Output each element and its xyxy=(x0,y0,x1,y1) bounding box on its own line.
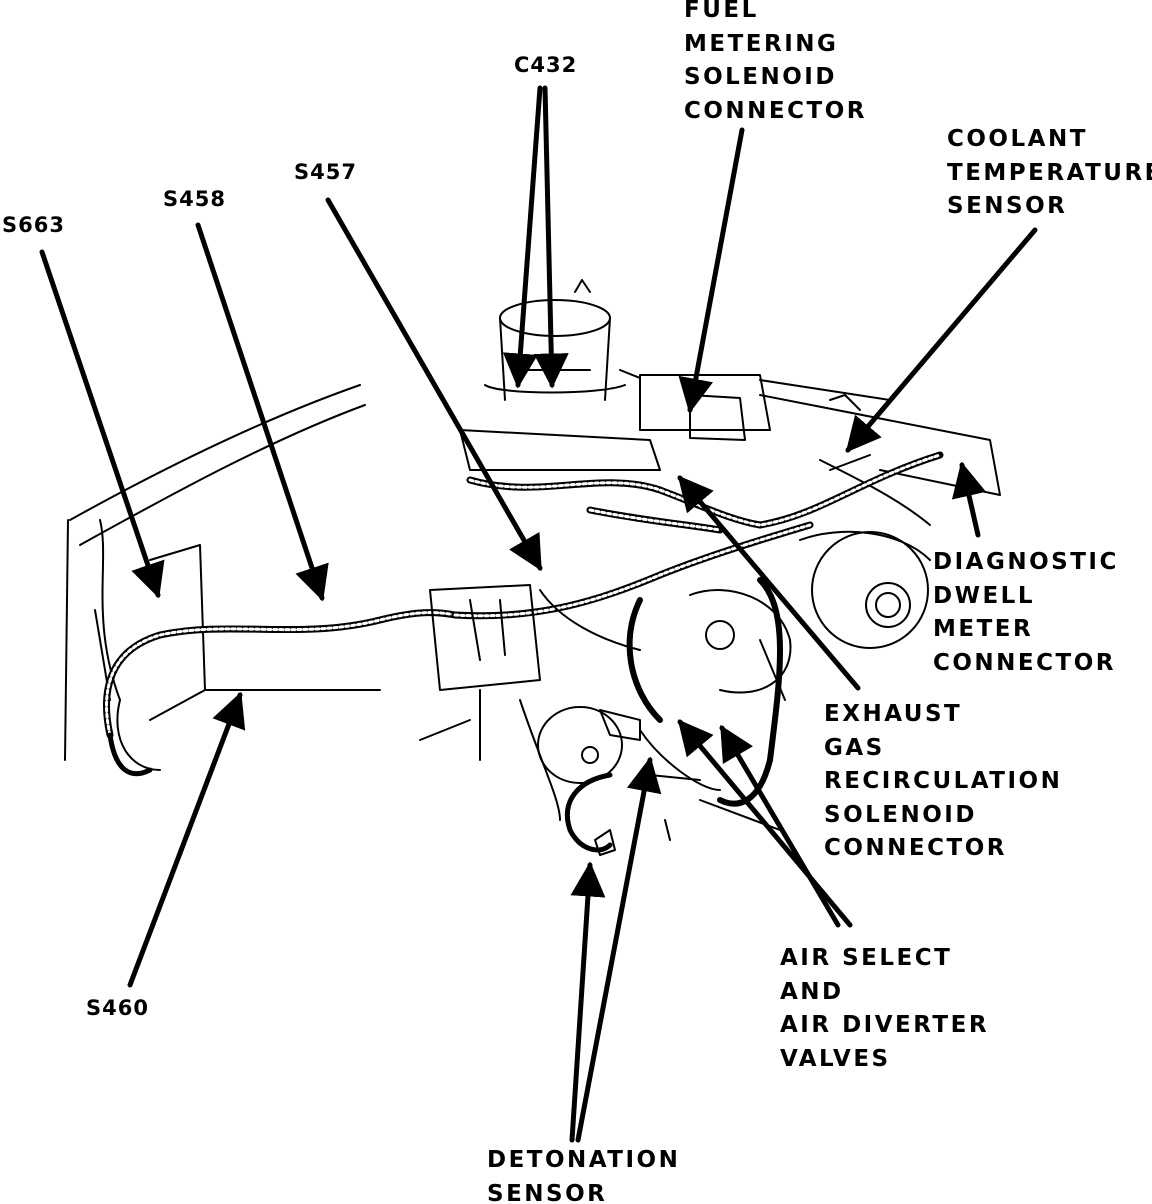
label-line: SENSOR xyxy=(487,1180,608,1204)
label-line: DWELL xyxy=(933,582,1035,609)
label-coolant-temperature-sensor: COOLANT TEMPERATURE SENSOR xyxy=(947,123,1152,224)
arrow-s457 xyxy=(325,197,543,572)
label-line: METERING xyxy=(684,30,839,57)
arrow-coolant xyxy=(845,227,1038,453)
label-line: VALVES xyxy=(780,1045,891,1072)
label-line: S458 xyxy=(163,187,226,211)
label-line: S663 xyxy=(2,213,65,237)
label-c432: C432 xyxy=(514,49,577,83)
label-line: COOLANT xyxy=(947,126,1088,152)
arrow-fuel-metering xyxy=(678,127,745,414)
arrow-c432-left xyxy=(502,85,543,389)
label-line: SOLENOID xyxy=(684,64,837,90)
label-line: S457 xyxy=(294,160,357,184)
label-line: AIR SELECT xyxy=(780,945,953,971)
leader-arrows xyxy=(39,85,1038,1143)
arrow-s458 xyxy=(195,222,329,602)
label-line: GAS xyxy=(824,734,885,761)
arrow-c432-right xyxy=(533,85,569,389)
label-s458: S458 xyxy=(163,183,226,217)
label-fuel-metering-solenoid-connector: FUEL METERING SOLENOID CONNECTOR xyxy=(684,0,867,128)
arrow-air-valves-a xyxy=(677,719,853,928)
label-line: SENSOR xyxy=(947,193,1068,219)
label-line: EXHAUST xyxy=(824,701,963,727)
arrow-s663 xyxy=(39,249,165,599)
engine-line-art xyxy=(64,279,1001,856)
label-egr-solenoid-connector: EXHAUST GAS RECIRCULATION SOLENOID CONNE… xyxy=(824,698,1062,866)
label-line: AIR DIVERTER xyxy=(780,1012,990,1038)
label-s460: S460 xyxy=(86,992,149,1026)
arrow-detonation-b xyxy=(575,756,662,1143)
arrow-egr xyxy=(677,475,861,691)
arrow-air-valves-b xyxy=(719,724,841,928)
label-line: RECIRCULATION xyxy=(824,768,1063,794)
label-line: SOLENOID xyxy=(824,801,977,828)
label-line: CONNECTOR xyxy=(684,97,867,124)
label-diagnostic-dwell-meter-connector: DIAGNOSTIC DWELL METER CONNECTOR xyxy=(933,546,1119,680)
label-line: CONNECTOR xyxy=(933,649,1116,676)
label-s663: S663 xyxy=(2,209,65,243)
arrow-s460 xyxy=(127,691,246,988)
label-line: FUEL xyxy=(684,0,759,23)
label-line: CONNECTOR xyxy=(824,835,1007,861)
label-s457: S457 xyxy=(294,156,357,190)
label-line: TEMPERATURE xyxy=(947,159,1152,186)
label-detonation-sensor: DETONATION SENSOR xyxy=(487,1144,680,1204)
label-line: S460 xyxy=(86,996,149,1020)
label-line: DIAGNOSTIC xyxy=(933,549,1119,575)
label-air-select-diverter-valves: AIR SELECT AND AIR DIVERTER VALVES xyxy=(780,942,989,1076)
label-line: METER xyxy=(933,616,1034,642)
arrow-diagnostic xyxy=(951,461,987,538)
label-line: C432 xyxy=(514,53,578,77)
label-line: AND xyxy=(780,978,844,1005)
label-line: DETONATION xyxy=(487,1147,681,1173)
arrow-detonation-a xyxy=(569,861,606,1143)
